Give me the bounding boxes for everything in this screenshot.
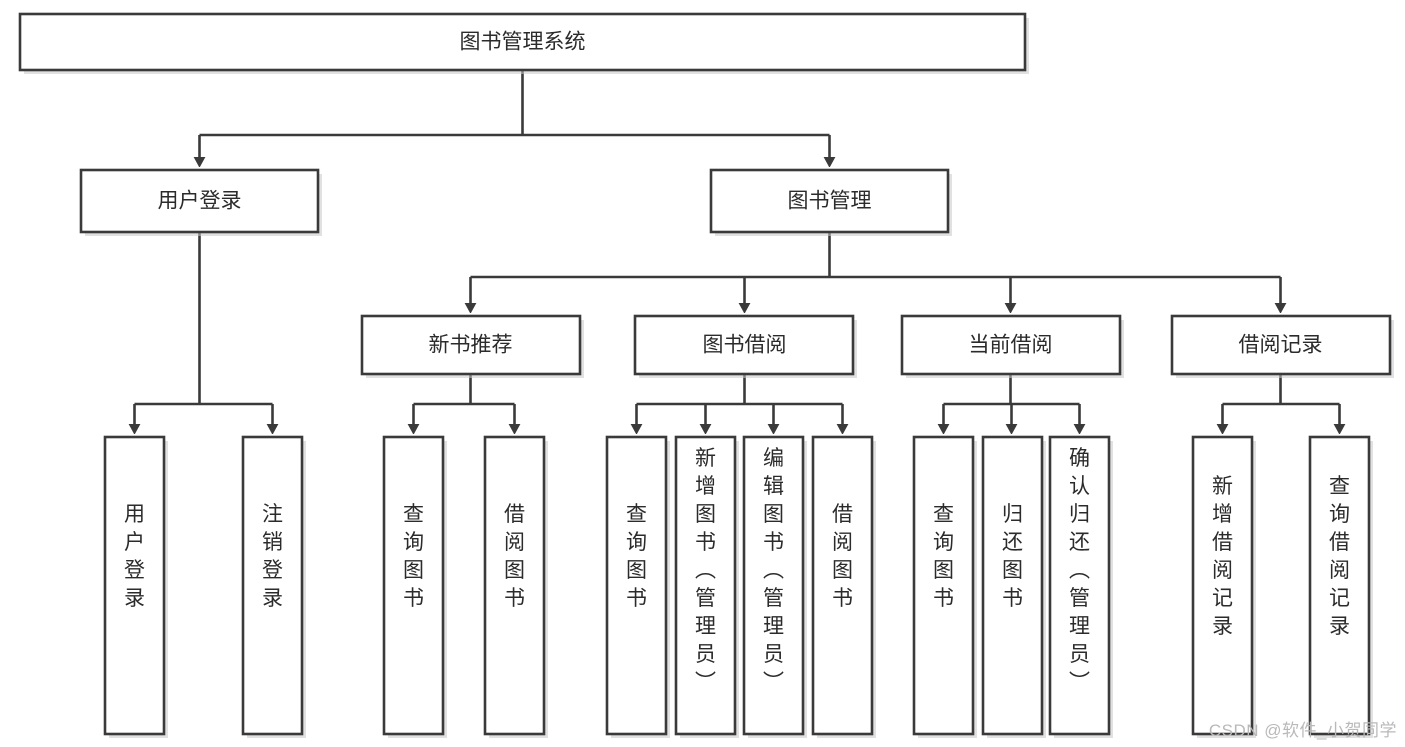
borrow-record-box [1170, 314, 1392, 376]
node-leaf-query-book-2[interactable]: 查询图书 [605, 435, 670, 738]
leaf-logout-box [241, 435, 304, 736]
root-label: 图书管理系统 [460, 31, 586, 54]
leaf-add-book-box [674, 435, 737, 736]
borrow-record-label: 借阅记录 [1239, 334, 1323, 357]
book-manage-label: 图书管理 [788, 190, 872, 213]
node-borrow-record[interactable]: 借阅记录 [1170, 314, 1394, 378]
node-leaf-add-book[interactable]: 新增图书︵管理员︶ [674, 435, 739, 738]
node-book-manage[interactable]: 图书管理 [709, 168, 952, 236]
leaf-query-record-box [1308, 435, 1371, 736]
leaf-borrow-book-1-box [483, 435, 546, 736]
node-leaf-add-record[interactable]: 新增借阅记录 [1191, 435, 1256, 738]
leaf-query-book-1-box [382, 435, 445, 736]
node-leaf-edit-book[interactable]: 编辑图书︵管理员︶ [742, 435, 807, 738]
new-book-rec-box [360, 314, 582, 376]
book-manage-box [709, 168, 950, 234]
node-leaf-borrow-book-1[interactable]: 借阅图书 [483, 435, 548, 738]
leaf-borrow-book-1-label: 借阅图书 [504, 503, 525, 610]
node-leaf-return-book[interactable]: 归还图书 [981, 435, 1046, 738]
node-leaf-confirm-return[interactable]: 确认归还︵管理员︶ [1048, 435, 1113, 738]
leaf-confirm-return-box [1048, 435, 1111, 736]
node-user-login[interactable]: 用户登录 [79, 168, 322, 236]
current-borrow-label: 当前借阅 [969, 334, 1053, 357]
leaf-user-login-label: 用户登录 [124, 503, 145, 610]
leaf-query-book-3-box [912, 435, 975, 736]
node-book-borrow[interactable]: 图书借阅 [633, 314, 857, 378]
leaf-return-book-box [981, 435, 1044, 736]
leaf-borrow-book-2-label: 借阅图书 [832, 503, 853, 610]
csdn-watermark: CSDN @软件_小贺同学 [1208, 721, 1397, 740]
leaf-query-book-1-label: 查询图书 [403, 503, 424, 610]
leaf-edit-book-label: 编辑图书︵管理员︶ [763, 447, 784, 694]
book-borrow-box [633, 314, 855, 376]
leaf-query-book-2-label: 查询图书 [626, 503, 647, 610]
new-book-rec-label: 新书推荐 [429, 334, 513, 357]
node-leaf-borrow-book-2[interactable]: 借阅图书 [811, 435, 876, 738]
connector-layer [135, 70, 1340, 425]
user-login-box [79, 168, 320, 234]
leaf-return-book-label: 归还图书 [1002, 503, 1023, 610]
leaf-add-record-box [1191, 435, 1254, 736]
node-current-borrow[interactable]: 当前借阅 [900, 314, 1124, 378]
node-leaf-logout[interactable]: 注销登录 [241, 435, 306, 738]
node-leaf-query-book-3[interactable]: 查询图书 [912, 435, 977, 738]
leaf-query-book-3-label: 查询图书 [933, 503, 954, 610]
node-leaf-user-login[interactable]: 用户登录 [103, 435, 168, 738]
node-leaf-query-book-1[interactable]: 查询图书 [382, 435, 447, 738]
leaf-query-book-2-box [605, 435, 668, 736]
leaf-user-login-box [103, 435, 166, 736]
node-leaf-query-record[interactable]: 查询借阅记录 [1308, 435, 1373, 738]
node-new-book-rec[interactable]: 新书推荐 [360, 314, 584, 378]
leaf-edit-book-box [742, 435, 805, 736]
current-borrow-box [900, 314, 1122, 376]
node-root[interactable]: 图书管理系统 [18, 12, 1029, 74]
leaf-query-record-label: 查询借阅记录 [1329, 475, 1350, 638]
user-login-label: 用户登录 [158, 190, 242, 213]
leaf-add-record-label: 新增借阅记录 [1212, 475, 1233, 638]
leaf-borrow-book-2-box [811, 435, 874, 736]
leaf-confirm-return-label: 确认归还︵管理员︶ [1069, 447, 1090, 694]
root-box [18, 12, 1027, 72]
leaf-add-book-label: 新增图书︵管理员︶ [695, 447, 716, 694]
book-borrow-label: 图书借阅 [703, 334, 787, 357]
leaf-logout-label: 注销登录 [262, 503, 283, 610]
